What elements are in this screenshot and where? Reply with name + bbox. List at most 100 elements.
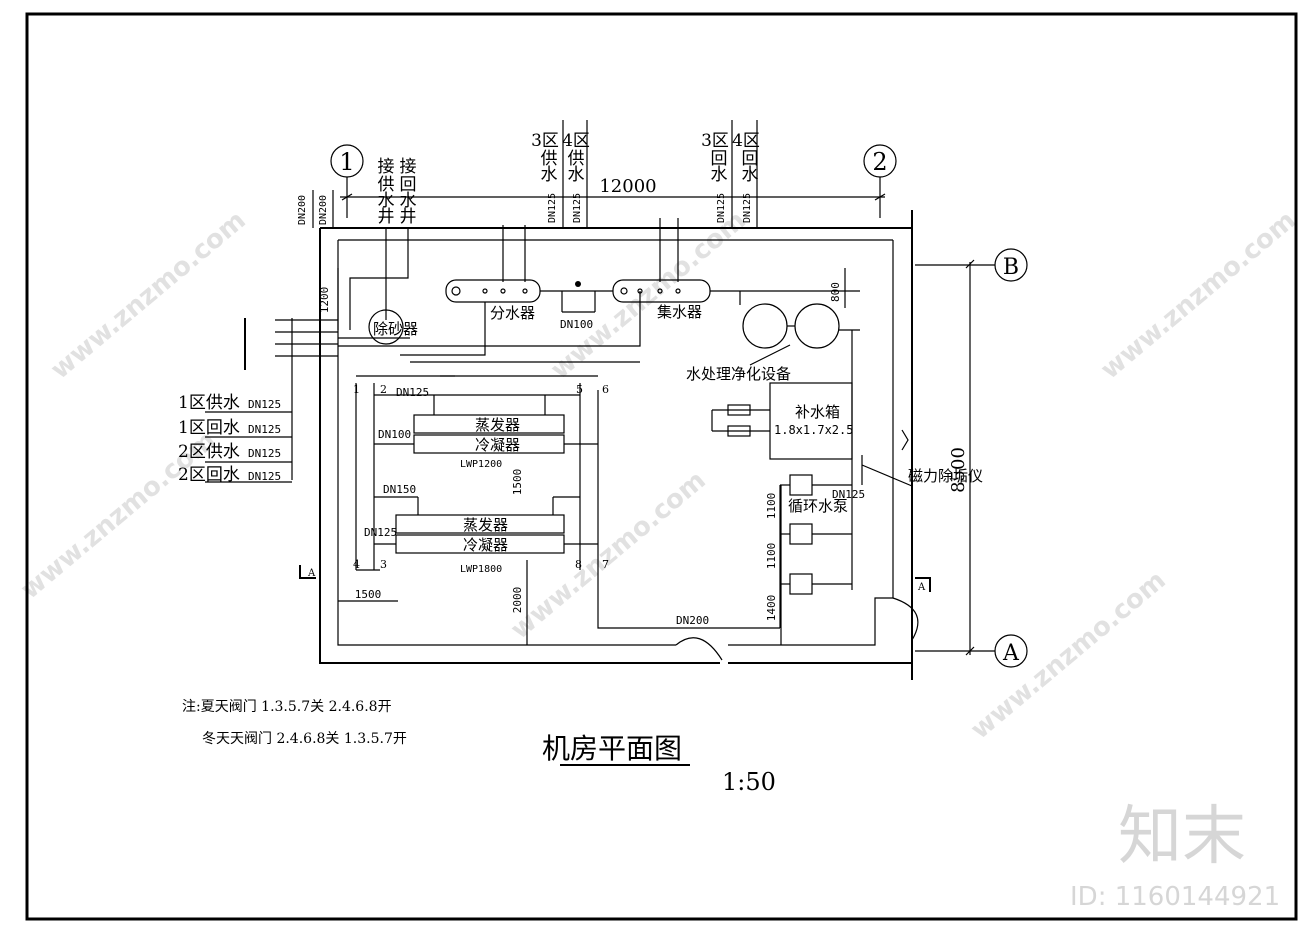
dim-1500-v: 1500 (511, 469, 524, 496)
condenser-1-label: 冷凝器 (475, 436, 520, 454)
axis-B-label: B (1003, 255, 1019, 280)
zone3-return-l2: 回 (711, 149, 728, 169)
note-summer: 注:夏天阀门 1.3.5.7关 2.4.6.8开 (182, 699, 392, 715)
watermark-site-5: www.znzmo.com (1095, 205, 1301, 385)
valve-4: 4 (353, 558, 360, 571)
valve-6: 6 (602, 383, 609, 396)
zone-2-return: 2区回水 (178, 465, 240, 485)
inlet-1-l3: 水 (378, 191, 395, 211)
evaporator-1-label: 蒸发器 (475, 416, 520, 434)
dn125-d: DN125 (742, 193, 753, 223)
watermark-site-3: www.znzmo.com (545, 205, 751, 385)
makeup-tank-size: 1.8x1.7x2.5 (774, 423, 853, 437)
dn100-left: DN100 (378, 428, 411, 441)
dn200-a: DN200 (297, 195, 308, 225)
zone4-supply-l3: 水 (568, 165, 585, 185)
brand-logo: 知末 (1118, 800, 1246, 874)
dn125-c: DN125 (716, 193, 727, 223)
sheet-frame (25, 12, 1298, 921)
makeup-tank (769, 382, 853, 460)
inlet-2-l1: 接 (400, 157, 417, 177)
valves: 1 2 3 4 5 6 7 8 (353, 383, 609, 571)
drawing-title: 机房平面图 (542, 732, 682, 765)
valve-5: 5 (576, 383, 583, 396)
dim-1400: 1400 (765, 595, 778, 622)
zone-1-return: 1区回水 (178, 418, 240, 438)
descaler-label: 磁力除垢仪 (908, 467, 983, 485)
collector-label: 集水器 (657, 303, 702, 321)
dn200-b: DN200 (318, 195, 329, 225)
condenser-2-label: 冷凝器 (463, 536, 508, 554)
sand-remover (368, 309, 404, 345)
unit-1-model: LWP1200 (460, 459, 502, 470)
valve-8: 8 (575, 558, 582, 571)
zone4-return-l2: 回 (742, 149, 759, 169)
dim-8500: 8500 (948, 447, 969, 493)
dim-1200: 1200 (318, 287, 331, 314)
zone3-return-l3: 水 (711, 165, 728, 185)
piping: DN125 DN100 DN150 DN125 (338, 291, 641, 571)
note-winter: 冬天天阀门 2.4.6.8关 1.3.5.7开 (202, 731, 407, 747)
equipment: 分水器 集水器 DN100 除砂器 水处理净化设备 补水箱 1.8x1.7x2.… (368, 279, 983, 629)
dim-12000: 12000 (599, 176, 656, 197)
section-mark-left: A (307, 568, 316, 579)
notes: 注:夏天阀门 1.3.5.7关 2.4.6.8开 冬天天阀门 2.4.6.8关 … (182, 699, 407, 747)
axis-A-label: A (1002, 641, 1020, 666)
zone-1-return-size: DN125 (248, 423, 281, 436)
treatment-tank-2 (794, 303, 840, 349)
valve-3: 3 (380, 558, 387, 571)
zone4-supply-l2: 供 (568, 149, 585, 169)
treatment-tank-1 (742, 303, 788, 349)
unit-2-model: LWP1800 (460, 564, 502, 575)
valve-7: 7 (602, 558, 609, 571)
inlet-1-l1: 接 (378, 157, 395, 177)
pump-1 (789, 474, 813, 496)
dim-1500-h: 1500 (355, 588, 382, 601)
zone-1-supply: 1区供水 (178, 393, 240, 413)
inlet-2-l2: 回 (400, 175, 417, 195)
zone4-supply-l1: 4区 (562, 131, 590, 151)
makeup-tank-label: 补水箱 (795, 403, 840, 421)
dim-800: 800 (829, 282, 842, 302)
watermark-site-1: www.znzmo.com (45, 205, 251, 385)
brand-watermark: 知末 ID: 1160144921 (1070, 800, 1280, 912)
inlet-1-l4: 井 (378, 207, 395, 227)
dn100-mid: DN100 (560, 318, 593, 331)
pump-label: 循环水泵 (788, 497, 848, 515)
pump-3 (789, 573, 813, 595)
zone-2-supply-size: DN125 (248, 447, 281, 460)
zone3-return-l1: 3区 (701, 131, 729, 151)
zone4-return-l1: 4区 (732, 131, 760, 151)
sand-remover-label: 除砂器 (373, 320, 418, 338)
top-risers: DN200 DN200 接 供 水 井 接 回 水 井 3区 供 水 4区 供 … (297, 120, 760, 330)
inlet-1-l2: 供 (378, 175, 395, 195)
axis-1-label: 1 (339, 148, 354, 176)
dn125-pump: DN125 (832, 488, 865, 501)
valve-2: 2 (380, 383, 387, 396)
treatment-label: 水处理净化设备 (686, 365, 791, 383)
section-marks: A A (299, 565, 931, 593)
valve-1: 1 (353, 383, 360, 396)
evaporator-1 (413, 414, 565, 434)
pump-2 (789, 523, 813, 545)
distributor-label: 分水器 (490, 304, 535, 322)
dn125-b: DN125 (572, 193, 583, 223)
evaporator-2-label: 蒸发器 (463, 516, 508, 534)
section-mark-right: A (917, 582, 926, 593)
zone4-return-l3: 水 (742, 165, 759, 185)
dim-2000: 2000 (511, 587, 524, 614)
dn125-low: DN125 (364, 526, 397, 539)
zone-2-supply: 2区供水 (178, 442, 240, 462)
brand-id: ID: 1160144921 (1070, 882, 1280, 912)
dn125-a: DN125 (547, 193, 558, 223)
dim-1100-b: 1100 (765, 543, 778, 570)
inlet-2-l3: 水 (400, 191, 417, 211)
zone-2-return-size: DN125 (248, 470, 281, 483)
title-block: 机房平面图 1:50 (542, 732, 776, 796)
zone-1-supply-size: DN125 (248, 398, 281, 411)
inlet-2-l4: 井 (400, 207, 417, 227)
dn150: DN150 (383, 483, 416, 496)
dn200-bottom: DN200 (676, 614, 709, 627)
zone3-supply-l1: 3区 (531, 131, 559, 151)
